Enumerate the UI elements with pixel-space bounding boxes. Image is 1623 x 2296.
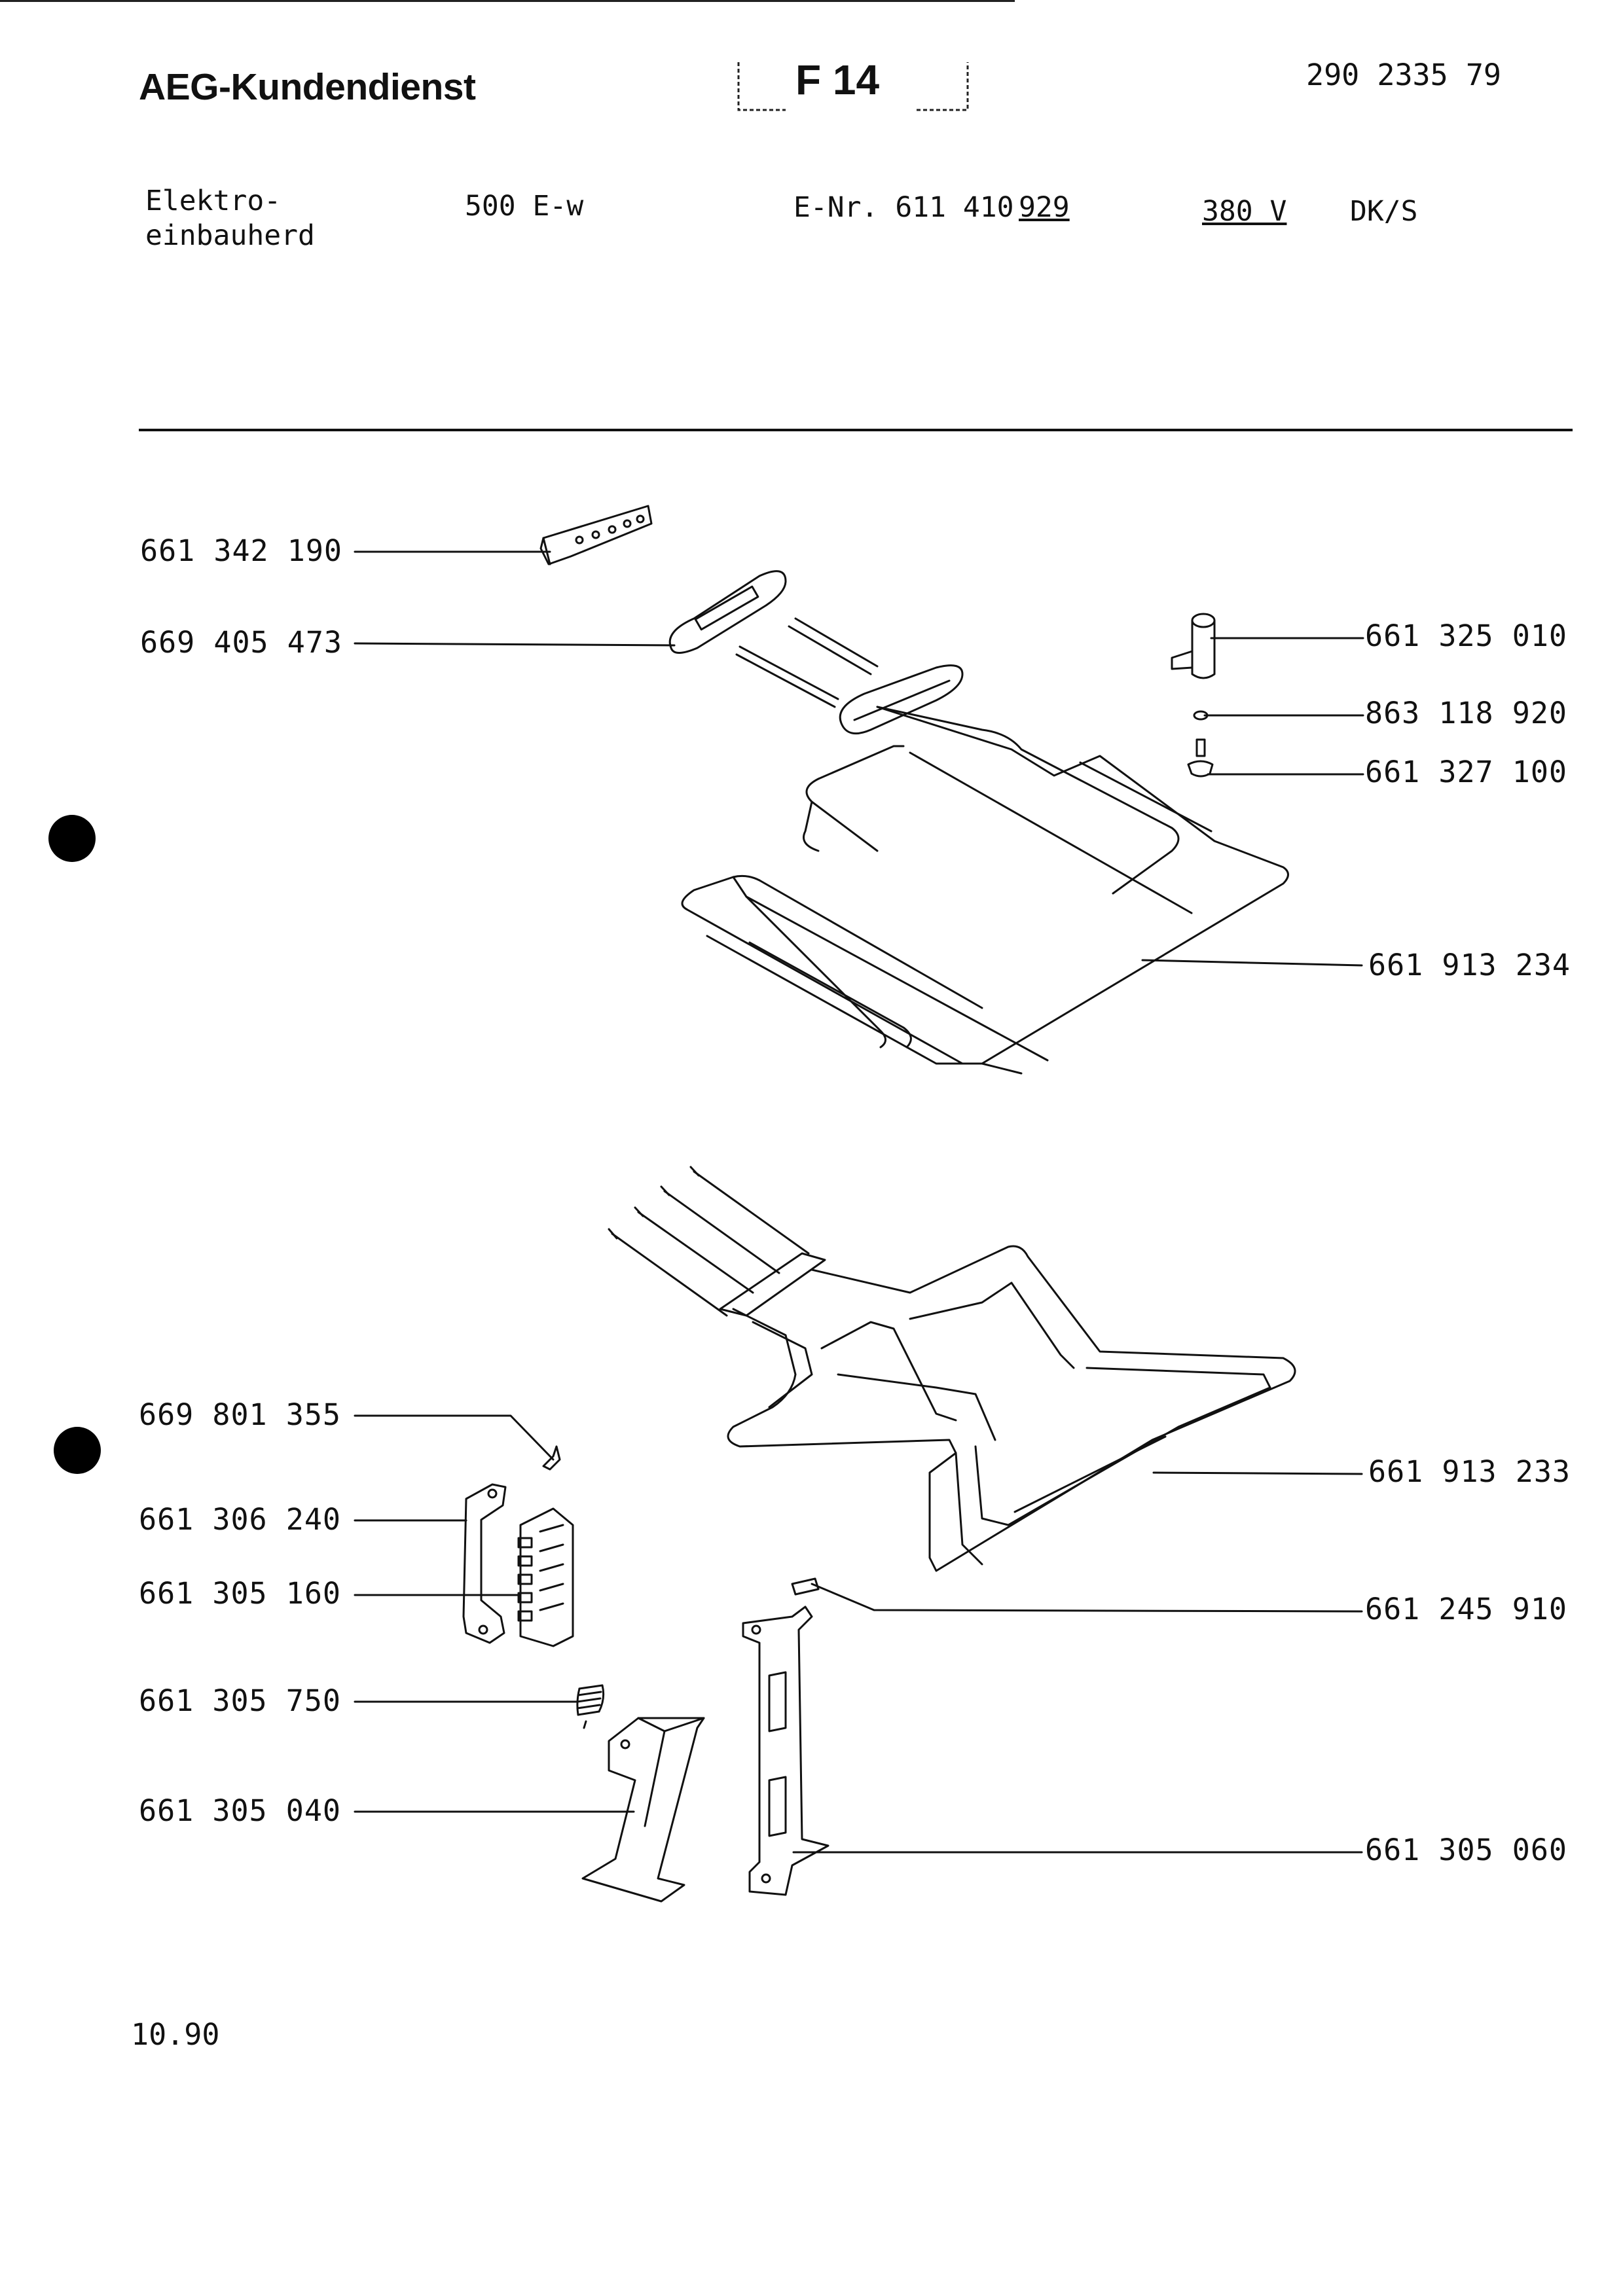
clip-part bbox=[542, 1445, 561, 1471]
header-divider bbox=[139, 429, 1573, 431]
part-label-12: 661 913 233 bbox=[1368, 1454, 1571, 1489]
spring-part bbox=[576, 1684, 605, 1729]
punch-hole-bottom bbox=[54, 1427, 101, 1474]
voltage: 380 V bbox=[1202, 195, 1287, 228]
part-label-3: 661 325 010 bbox=[1365, 619, 1568, 653]
mounting-plate-part bbox=[742, 1605, 830, 1896]
small-tab-part bbox=[791, 1577, 820, 1596]
leader-line-12 bbox=[1152, 1471, 1363, 1475]
leader-line-2 bbox=[354, 642, 676, 647]
sensor-holder-part bbox=[1171, 613, 1216, 679]
part-label-6: 661 913 234 bbox=[1368, 948, 1571, 982]
product-type-line1: Elektro- bbox=[145, 185, 282, 217]
part-label-2: 669 405 473 bbox=[140, 625, 343, 660]
brand-title: AEG-Kundendienst bbox=[139, 66, 476, 108]
leader-line-7 bbox=[354, 1414, 555, 1461]
enr-label: E-Nr. 611 410 bbox=[793, 191, 1014, 224]
part-label-7: 669 801 355 bbox=[139, 1397, 342, 1432]
variant: DK/S bbox=[1350, 195, 1418, 228]
leader-line-13 bbox=[811, 1583, 1363, 1613]
terminal-bracket-part bbox=[539, 505, 653, 565]
handle-bracket-part bbox=[462, 1483, 507, 1644]
part-label-8: 661 306 240 bbox=[139, 1502, 342, 1537]
part-label-1: 661 342 190 bbox=[140, 533, 343, 568]
part-label-14: 661 305 060 bbox=[1365, 1833, 1568, 1867]
document-number: 290 2335 79 bbox=[1306, 58, 1502, 92]
punch-hole-top bbox=[48, 815, 96, 862]
part-label-11: 661 305 040 bbox=[139, 1793, 342, 1828]
product-type-line2: einbauherd bbox=[145, 219, 315, 252]
top-scan-line bbox=[0, 0, 1015, 2]
leader-line-6 bbox=[1141, 959, 1363, 967]
part-label-4: 863 118 920 bbox=[1365, 696, 1568, 730]
part-label-9: 661 305 160 bbox=[139, 1576, 342, 1611]
terminal-block-part bbox=[517, 1507, 574, 1647]
revision-date: 10.90 bbox=[131, 2017, 220, 2052]
bottom-heating-element bbox=[608, 1166, 1296, 1572]
model-number: 500 E-w bbox=[465, 190, 584, 223]
part-label-10: 661 305 750 bbox=[139, 1683, 342, 1718]
gasket-part bbox=[668, 570, 787, 654]
mounting-bracket-part bbox=[581, 1717, 705, 1903]
section-code: F 14 bbox=[795, 56, 880, 103]
o-ring-part bbox=[1193, 710, 1209, 721]
part-label-5: 661 327 100 bbox=[1365, 755, 1568, 789]
enr-suffix: 929 bbox=[1019, 191, 1070, 224]
screw-part bbox=[1187, 738, 1214, 778]
top-heating-element bbox=[681, 617, 1289, 1075]
part-label-13: 661 245 910 bbox=[1365, 1592, 1568, 1626]
